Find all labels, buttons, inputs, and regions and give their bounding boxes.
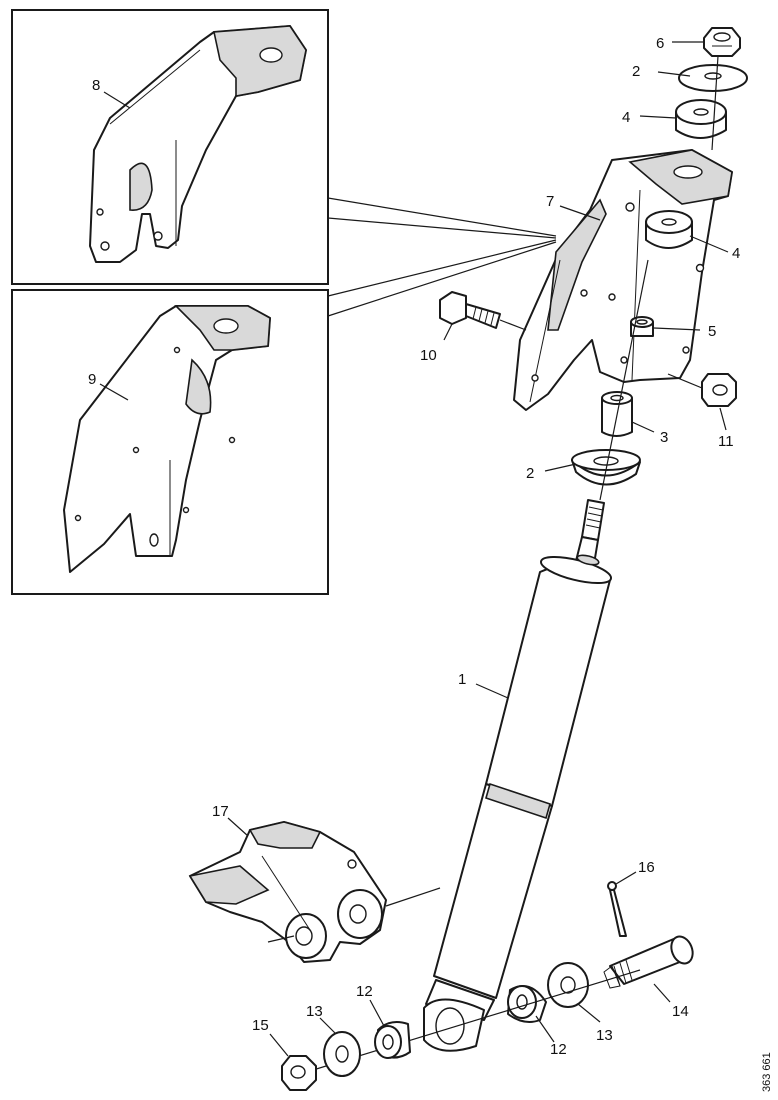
cotter-pin-16 <box>607 881 627 937</box>
callout-1: 1 <box>458 671 466 688</box>
callout-12-right: 12 <box>550 1041 567 1058</box>
callout-2-lower: 2 <box>526 465 534 482</box>
callout-3: 3 <box>660 429 668 446</box>
spacer-5 <box>630 316 654 337</box>
callout-13-right: 13 <box>596 1027 613 1044</box>
bracket-8 <box>89 25 307 263</box>
bracket-17 <box>188 821 387 963</box>
callout-10: 10 <box>420 347 437 364</box>
callout-4-lower: 4 <box>732 245 740 262</box>
callout-16: 16 <box>638 859 655 876</box>
callout-8: 8 <box>92 77 100 94</box>
callout-6: 6 <box>656 35 664 52</box>
callout-15: 15 <box>252 1017 269 1034</box>
callout-17: 17 <box>212 803 229 820</box>
nut-15 <box>281 1055 317 1091</box>
callout-2-top: 2 <box>632 63 640 80</box>
callout-14: 14 <box>672 1003 689 1020</box>
shock-absorber-1 <box>423 499 613 1052</box>
nut-6 <box>703 27 741 57</box>
callout-12-left: 12 <box>356 983 373 1000</box>
callout-leaders <box>99 41 729 1057</box>
washer-13-left <box>323 1031 361 1077</box>
callout-5: 5 <box>708 323 716 340</box>
bush-12-left <box>374 1021 411 1059</box>
bolt-10 <box>439 291 501 329</box>
callout-7: 7 <box>546 193 554 210</box>
bush-4-lower <box>645 210 693 249</box>
bracket-9 <box>63 305 271 573</box>
callout-4-top: 4 <box>622 109 630 126</box>
reference-code: 363 661 <box>761 1052 773 1092</box>
pin-14 <box>603 935 694 989</box>
inset-pointer-lines <box>327 197 557 317</box>
washer-2-top <box>678 64 748 92</box>
callout-13-left: 13 <box>306 1003 323 1020</box>
bracket-7 <box>513 149 733 411</box>
callout-11: 11 <box>718 433 734 450</box>
callout-9: 9 <box>88 371 96 388</box>
bush-4-top <box>675 99 727 139</box>
nut-11 <box>701 373 737 407</box>
washer-13-right <box>547 962 589 1008</box>
